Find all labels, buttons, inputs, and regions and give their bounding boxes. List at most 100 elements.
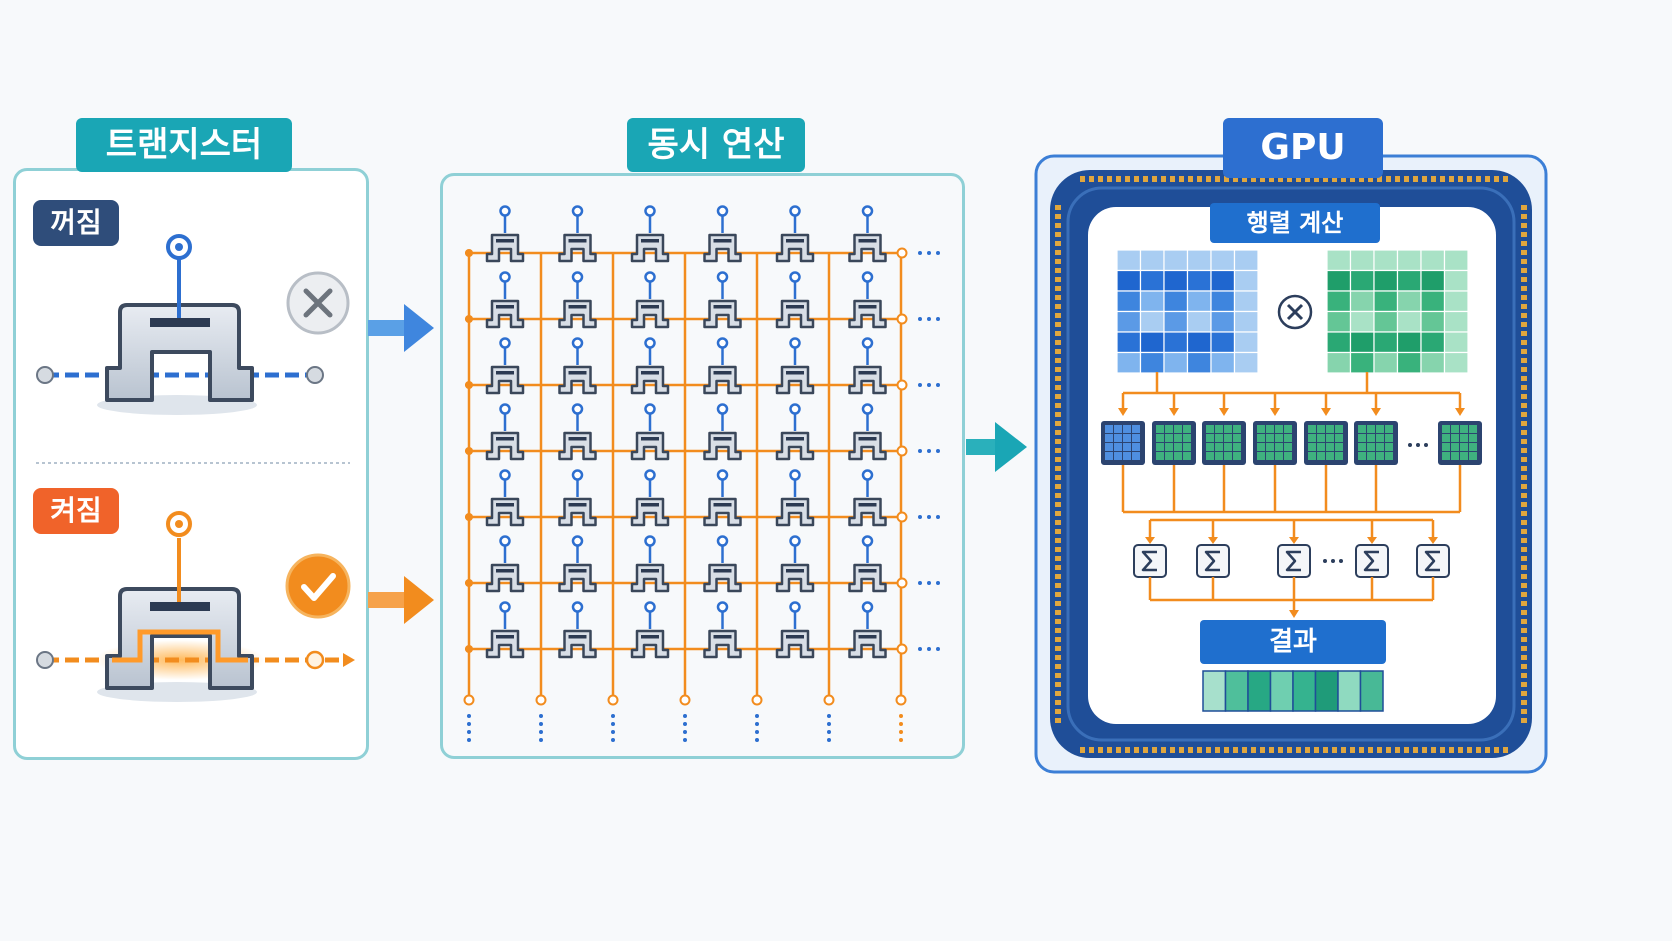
gpu-pin bbox=[1521, 538, 1527, 543]
bus-node bbox=[465, 579, 473, 587]
result-vector bbox=[1202, 670, 1384, 712]
mini-transistor bbox=[558, 535, 597, 593]
arrow-head bbox=[1208, 537, 1218, 544]
mini-transistor bbox=[848, 205, 887, 263]
continuation-dot bbox=[899, 738, 903, 742]
gpu-pin bbox=[1055, 520, 1061, 525]
gpu-pin bbox=[1260, 176, 1265, 182]
sigma-icon bbox=[1355, 544, 1389, 578]
continuation-dot bbox=[827, 722, 831, 726]
continuation-dot bbox=[827, 738, 831, 742]
mini-transistor bbox=[558, 337, 597, 395]
gpu-pin bbox=[1055, 268, 1061, 273]
gpu-pin bbox=[1521, 313, 1527, 318]
continuation-dot bbox=[755, 722, 759, 726]
continuation-dot bbox=[755, 714, 759, 718]
gpu-pin bbox=[1521, 718, 1527, 723]
mini-transistor bbox=[848, 271, 887, 329]
continuation-dot bbox=[755, 730, 759, 734]
arrow-head bbox=[1455, 408, 1465, 416]
gpu-pin bbox=[1055, 547, 1061, 552]
arrow-head bbox=[1428, 537, 1438, 544]
continuation-dot bbox=[539, 738, 543, 742]
mini-transistor bbox=[703, 205, 742, 263]
gpu-pin bbox=[1521, 574, 1527, 579]
continuation-dot bbox=[918, 449, 922, 453]
gpu-pin bbox=[1055, 529, 1061, 534]
gpu-pin bbox=[1080, 747, 1085, 753]
gpu-pin bbox=[1098, 747, 1103, 753]
bus-node bbox=[896, 511, 908, 523]
gpu-pin bbox=[1467, 176, 1472, 182]
gpu-pin bbox=[1098, 176, 1103, 182]
continuation-dot bbox=[683, 730, 687, 734]
gpu-pin bbox=[1251, 176, 1256, 182]
bus-node bbox=[535, 694, 547, 706]
gpu-pin bbox=[1521, 619, 1527, 624]
gpu-pin bbox=[1404, 747, 1409, 753]
mini-transistor bbox=[703, 337, 742, 395]
gpu-pin bbox=[1521, 430, 1527, 435]
mini-transistor bbox=[848, 469, 887, 527]
continuation-dot bbox=[539, 730, 543, 734]
gpu-pin bbox=[1188, 747, 1193, 753]
gpu-pin bbox=[1224, 747, 1229, 753]
continuation-dot bbox=[918, 251, 922, 255]
gpu-pin bbox=[1152, 747, 1157, 753]
gpu-pin bbox=[1055, 403, 1061, 408]
gpu-pin bbox=[1055, 655, 1061, 660]
gpu-pin bbox=[1458, 176, 1463, 182]
bus-node bbox=[896, 379, 908, 391]
gpu-pin bbox=[1055, 313, 1061, 318]
gpu-pin bbox=[1055, 646, 1061, 651]
gpu-pin bbox=[1242, 747, 1247, 753]
continuation-dot bbox=[927, 317, 931, 321]
gpu-pin bbox=[1055, 592, 1061, 597]
gpu-pin bbox=[1055, 223, 1061, 228]
arrow-head bbox=[1367, 537, 1377, 544]
mini-transistor bbox=[630, 535, 670, 593]
gpu-pin bbox=[1386, 747, 1391, 753]
mini-transistor bbox=[703, 271, 742, 329]
compute-core bbox=[1101, 421, 1145, 465]
mini-transistor bbox=[703, 403, 742, 461]
gpu-pin bbox=[1521, 700, 1527, 705]
arrow-head bbox=[1321, 408, 1331, 416]
gpu-pin bbox=[1521, 349, 1527, 354]
gpu-pin bbox=[1260, 747, 1265, 753]
gpu-pin bbox=[1055, 700, 1061, 705]
continuation-dot bbox=[1331, 559, 1335, 563]
continuation-dot bbox=[467, 714, 471, 718]
bus-node bbox=[896, 643, 908, 655]
compute-core bbox=[1253, 421, 1297, 465]
matrix-label: 행렬 계산 bbox=[1210, 203, 1380, 243]
gpu-pin bbox=[1521, 232, 1527, 237]
matrix-b bbox=[1326, 249, 1469, 374]
gpu-pin bbox=[1055, 511, 1061, 516]
gpu-pin bbox=[1476, 176, 1481, 182]
arrow-head bbox=[1270, 408, 1280, 416]
gpu-pin bbox=[1521, 583, 1527, 588]
gpu-pin bbox=[1449, 176, 1454, 182]
gpu-pin bbox=[1521, 385, 1527, 390]
gpu-pin bbox=[1055, 349, 1061, 354]
gpu-pin bbox=[1055, 439, 1061, 444]
gpu-pin bbox=[1323, 747, 1328, 753]
gpu-pin bbox=[1125, 176, 1130, 182]
mini-transistor bbox=[775, 535, 815, 593]
gpu-pin bbox=[1107, 747, 1112, 753]
gpu-pin bbox=[1251, 747, 1256, 753]
continuation-dot bbox=[755, 738, 759, 742]
continuation-dot bbox=[827, 730, 831, 734]
gpu-pin bbox=[1055, 565, 1061, 570]
gpu-pin bbox=[1521, 394, 1527, 399]
arrow-head bbox=[1145, 537, 1155, 544]
continuation-dot bbox=[827, 714, 831, 718]
sigma-icon bbox=[1196, 544, 1230, 578]
compute-core bbox=[1202, 421, 1246, 465]
gpu-pin bbox=[1055, 556, 1061, 561]
continuation-dot bbox=[1408, 443, 1412, 447]
continuation-dot bbox=[467, 730, 471, 734]
gpu-pin bbox=[1080, 176, 1085, 182]
continuation-dot bbox=[918, 515, 922, 519]
